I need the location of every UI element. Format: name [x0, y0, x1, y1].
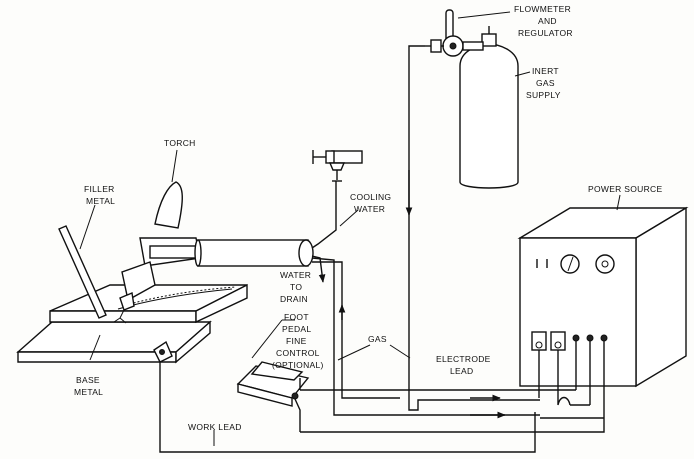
label-electrode-line1: ELECTRODE	[436, 354, 491, 364]
foot-pedal	[236, 361, 310, 432]
cooling-water-valve	[312, 150, 363, 182]
label-drain-line1: WATER	[280, 270, 311, 280]
pointer-lines	[79, 11, 621, 446]
label-flowmeter-line2: AND	[538, 16, 557, 26]
welding-torch	[113, 181, 201, 324]
label-pedal-line4: CONTROL	[276, 348, 320, 358]
label-filler-line2: METAL	[86, 196, 115, 206]
power-source-unit	[517, 206, 689, 388]
label-gas-supply-line2: GAS	[536, 78, 555, 88]
label-base-line1: BASE	[76, 375, 100, 385]
label-electrode-line2: LEAD	[450, 366, 473, 376]
label-gas-supply-line1: INERT	[532, 66, 559, 76]
flowmeter-regulator	[425, 9, 484, 57]
label-base-line2: METAL	[74, 387, 103, 397]
water-drain-line	[311, 255, 326, 283]
label-drain-line2: TO	[290, 282, 302, 292]
power-source-leads	[300, 341, 605, 433]
label-pedal-line2: PEDAL	[282, 324, 311, 334]
label-flowmeter-line1: FLOWMETER	[514, 4, 571, 14]
cooling-water-line	[311, 181, 337, 249]
label-gas: GAS	[368, 334, 387, 344]
work-lead-cable	[153, 340, 536, 453]
label-torch: TORCH	[164, 138, 196, 148]
label-flowmeter-line3: REGULATOR	[518, 28, 573, 38]
label-filler-line1: FILLER	[84, 184, 115, 194]
label-cooling-line1: COOLING	[350, 192, 391, 202]
label-work-lead: WORK LEAD	[188, 422, 242, 432]
gas-supply-line	[408, 45, 540, 411]
filler-metal-rod	[58, 225, 107, 319]
gas-hose-line	[311, 257, 540, 416]
label-drain-line3: DRAIN	[280, 294, 308, 304]
label-pedal-line1: FOOT	[284, 312, 309, 322]
label-power-source: POWER SOURCE	[588, 184, 662, 194]
power-cable-from-torch	[312, 261, 400, 399]
torch-hose-body	[194, 239, 314, 267]
diagram-labels: TORCH FILLER METAL BASE METAL FLOWMETER …	[74, 4, 662, 432]
label-pedal-line5: (OPTIONAL)	[272, 360, 324, 370]
label-cooling-line2: WATER	[354, 204, 385, 214]
label-pedal-line3: FINE	[286, 336, 307, 346]
label-gas-supply-line3: SUPPLY	[526, 90, 561, 100]
